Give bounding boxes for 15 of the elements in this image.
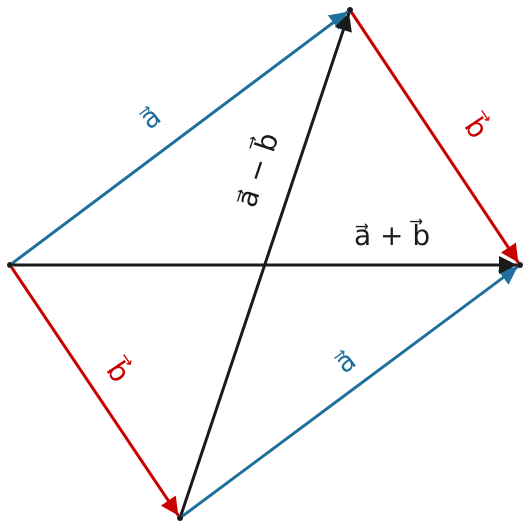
vector-arrow [13,256,517,274]
vector-arrow [12,10,348,264]
edge-label: a⃗ [134,102,166,134]
vertex-point [347,7,353,13]
edge-label: a⃗ [330,346,360,378]
vertex-point [517,262,523,268]
vertex-point [7,262,13,268]
vector-arrow [182,266,518,518]
edge-label: b⃗ [101,356,134,388]
edge-label: b⃗ [459,112,492,144]
vertex-point [177,515,183,521]
vector-arrow [10,266,180,516]
vector-arrow [350,12,520,264]
vector-arrow [180,12,352,516]
edge-label: a⃗ − b⃗ [232,129,284,211]
